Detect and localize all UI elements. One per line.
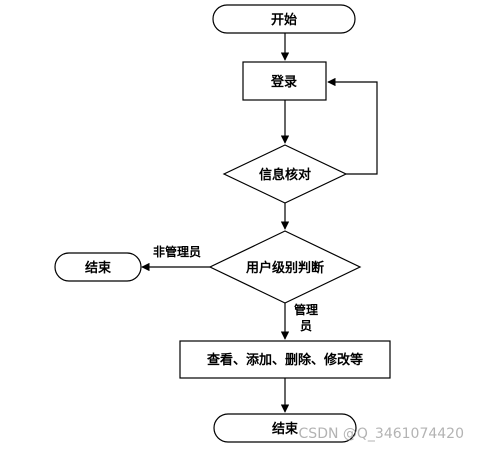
login-label: 登录: [270, 74, 297, 90]
watermark: CSDN @Q_3461074420: [299, 426, 464, 442]
level-check-decision: 用户级别判断: [208, 230, 362, 304]
end-left-label: 结束: [85, 260, 112, 276]
start-terminal: 开始: [212, 4, 356, 34]
login-process: 登录: [242, 61, 327, 101]
end-terminal-left: 结束: [54, 252, 142, 282]
end-bottom-label: 结束: [272, 421, 299, 437]
start-label: 开始: [271, 12, 297, 28]
verify-decision: 信息核对: [222, 144, 348, 204]
admin-label-line1: 管理: [294, 302, 318, 317]
actions-label: 查看、添加、删除、修改等: [206, 352, 363, 368]
end-terminal-bottom: 结束: [213, 413, 357, 443]
admin-label-line2: 员: [300, 319, 312, 333]
actions-process: 查看、添加、删除、修改等: [179, 340, 391, 379]
edge-verify-loop-to-login: [327, 77, 378, 175]
verify-label: 信息核对: [259, 167, 311, 183]
non-admin-label: 非管理员: [153, 244, 201, 259]
level-check-label: 用户级别判断: [245, 260, 324, 276]
